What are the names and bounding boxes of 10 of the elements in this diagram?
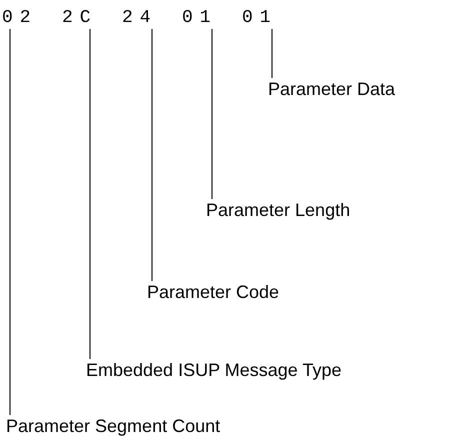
- hex-byte: 01: [182, 7, 218, 29]
- hex-byte: 01: [242, 7, 278, 29]
- field-label: Parameter Segment Count: [6, 415, 220, 437]
- hex-byte: 24: [122, 7, 158, 29]
- field-label: Parameter Data: [268, 78, 396, 100]
- hex-byte: 02: [2, 7, 38, 29]
- field-label: Parameter Length: [206, 199, 350, 221]
- field-label: Parameter Code: [147, 281, 280, 303]
- hex-byte: 2C: [62, 7, 98, 29]
- field-label: Embedded ISUP Message Type: [86, 359, 342, 381]
